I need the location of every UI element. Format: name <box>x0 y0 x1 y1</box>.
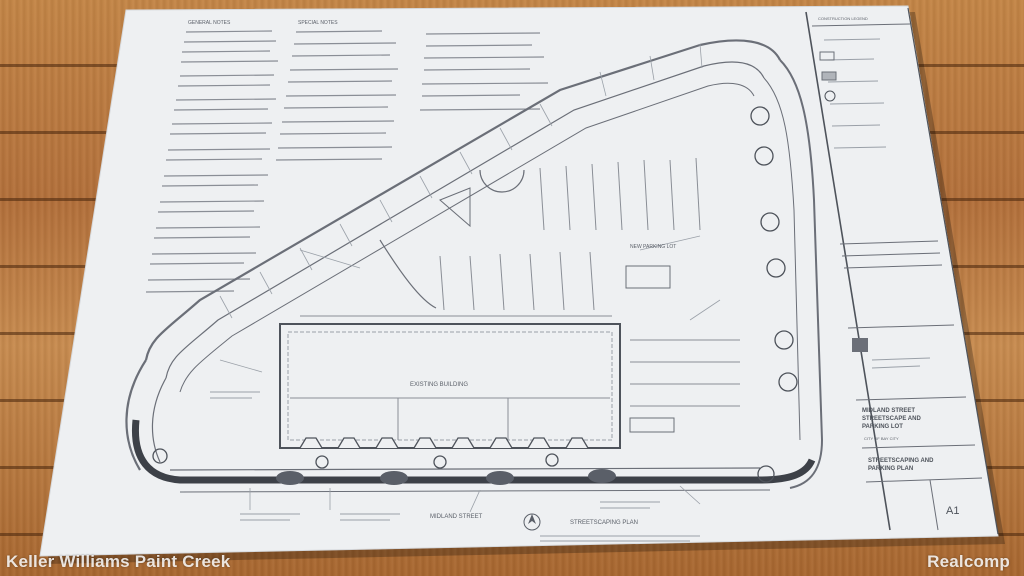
general-notes-block <box>145 30 279 293</box>
title-line-1: MIDLAND STREET <box>862 408 915 414</box>
legend-heading: CONSTRUCTION LEGEND <box>818 16 868 21</box>
title-line-2: STREETSCAPE AND <box>862 416 921 422</box>
notes-heading-2: SPECIAL NOTES <box>298 20 338 26</box>
notes-heading-1: GENERAL NOTES <box>188 20 231 26</box>
notes-block-3 <box>419 32 549 111</box>
planter-bumpouts <box>276 469 616 485</box>
title-block: CONSTRUCTION LEGEND MIDLAND STREET STREE… <box>805 7 999 535</box>
street-label: MIDLAND STREET <box>430 514 483 520</box>
annotations <box>210 391 700 542</box>
watermark-right: Realcomp <box>927 552 1010 571</box>
sidewalk-hatching <box>219 43 703 319</box>
parking-stalls <box>439 157 740 407</box>
sidewalk-streetscape <box>125 39 824 489</box>
existing-building <box>279 315 621 449</box>
sheet-number: A1 <box>946 505 959 517</box>
city-label: CITY OF BAY CITY <box>864 436 899 441</box>
special-notes-block <box>275 30 399 161</box>
dumpster-hatch <box>625 265 671 289</box>
leader-lines <box>219 235 721 513</box>
title-line-3: PARKING LOT <box>862 424 903 430</box>
building-label: EXISTING BUILDING <box>410 382 468 388</box>
street-curb <box>131 419 816 484</box>
watermark-left: Keller Williams Paint Creek <box>6 552 231 571</box>
plan-label: STREETSCAPING PLAN <box>570 520 638 526</box>
street-trees <box>152 106 798 483</box>
sheet-title-2: PARKING PLAN <box>868 466 913 472</box>
paper <box>39 5 999 557</box>
lot-label: NEW PARKING LOT <box>630 244 676 250</box>
sheet-title-1: STREETSCAPING AND <box>868 458 934 464</box>
